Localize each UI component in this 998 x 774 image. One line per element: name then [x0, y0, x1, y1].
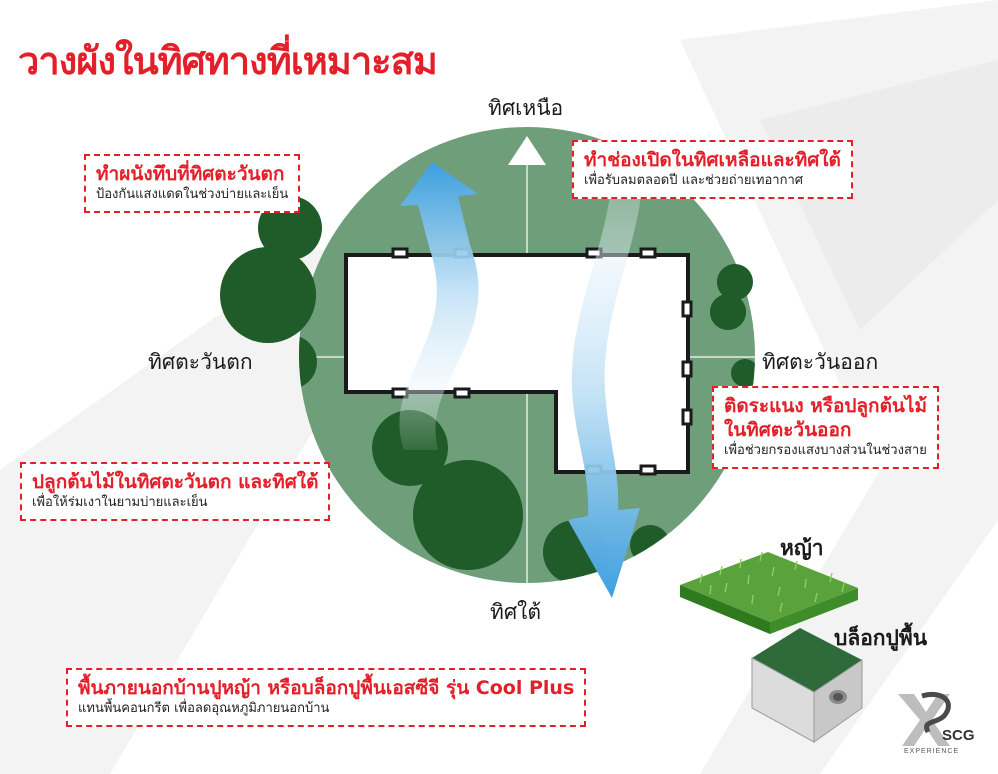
wind-arrow-south: [568, 140, 644, 598]
scg-experience-logo: SCG EXPERIENCE: [898, 692, 975, 755]
south-label: ทิศใต้: [490, 600, 542, 624]
callout-subtext: แทนพื้นคอนกรีต เพื่อลดอุณหภูมิภายนอกบ้าน: [78, 701, 330, 716]
window-notches: [391, 247, 693, 476]
tree: [413, 460, 523, 570]
callout-west-wall: ทำผนังทึบที่ทิศตะวันตก ป้องกันแสงแดดในช่…: [84, 154, 301, 213]
tree: [299, 335, 317, 389]
grass-sample: [680, 551, 858, 634]
tree: [731, 359, 755, 387]
callout-subtext: ป้องกันแสงแดดในช่วงบ่ายและเย็น: [96, 187, 289, 202]
callout-subtext: เพื่อช่วยกรองแสงบางส่วนในช่วงสาย: [724, 443, 927, 458]
north-arrow-icon: [508, 136, 546, 165]
callout-heading: ปลูกต้นไม้ในทิศตะวันตก และทิศใต้: [32, 471, 319, 493]
grass-label: หญ้า: [780, 536, 824, 560]
callout-heading: ทำผนังทึบที่ทิศตะวันตก: [96, 163, 285, 185]
callout-heading: พื้นภายนอกบ้านปูหญ้า หรือบล็อกปูพื้นเอสซ…: [78, 677, 575, 699]
callout-heading: ทำช่องเปิดในทิศเหลือและทิศใต้: [584, 149, 841, 171]
callout-heading: ติดระแนง หรือปลูกต้นไม้: [724, 395, 927, 417]
callout-heading-line2: ในทิศตะวันออก: [724, 419, 852, 441]
callout-ground: พื้นภายนอกบ้านปูหญ้า หรือบล็อกปูพื้นเอสซ…: [66, 668, 587, 727]
callout-trees: ปลูกต้นไม้ในทิศตะวันตก และทิศใต้ เพื่อให…: [20, 462, 331, 521]
logo-tagline: EXPERIENCE: [904, 748, 959, 755]
callout-subtext: เพื่อรับลมตลอดปี และช่วยถ่ายเทอากาศ: [584, 173, 804, 188]
page-title: วางผังในทิศทางที่เหมาะสม: [18, 39, 438, 83]
block-label: บล็อกปูพื้น: [834, 626, 928, 650]
logo-brand: SCG: [942, 727, 975, 744]
north-label: ทิศเหนือ: [488, 96, 564, 120]
west-label: ทิศตะวันตก: [148, 350, 253, 374]
callout-openings: ทำช่องเปิดในทิศเหลือและทิศใต้ เพื่อรับลม…: [572, 140, 853, 199]
callout-subtext: เพื่อให้ร่มเงาในยามบ่ายและเย็น: [32, 495, 208, 510]
wind-arrow-north: [399, 162, 479, 450]
east-label: ทิศตะวันออก: [762, 350, 879, 374]
paving-block-sample: [751, 628, 863, 743]
tree: [630, 525, 670, 565]
callout-east-shade: ติดระแนง หรือปลูกต้นไม้ ในทิศตะวันออก เพ…: [712, 386, 939, 469]
